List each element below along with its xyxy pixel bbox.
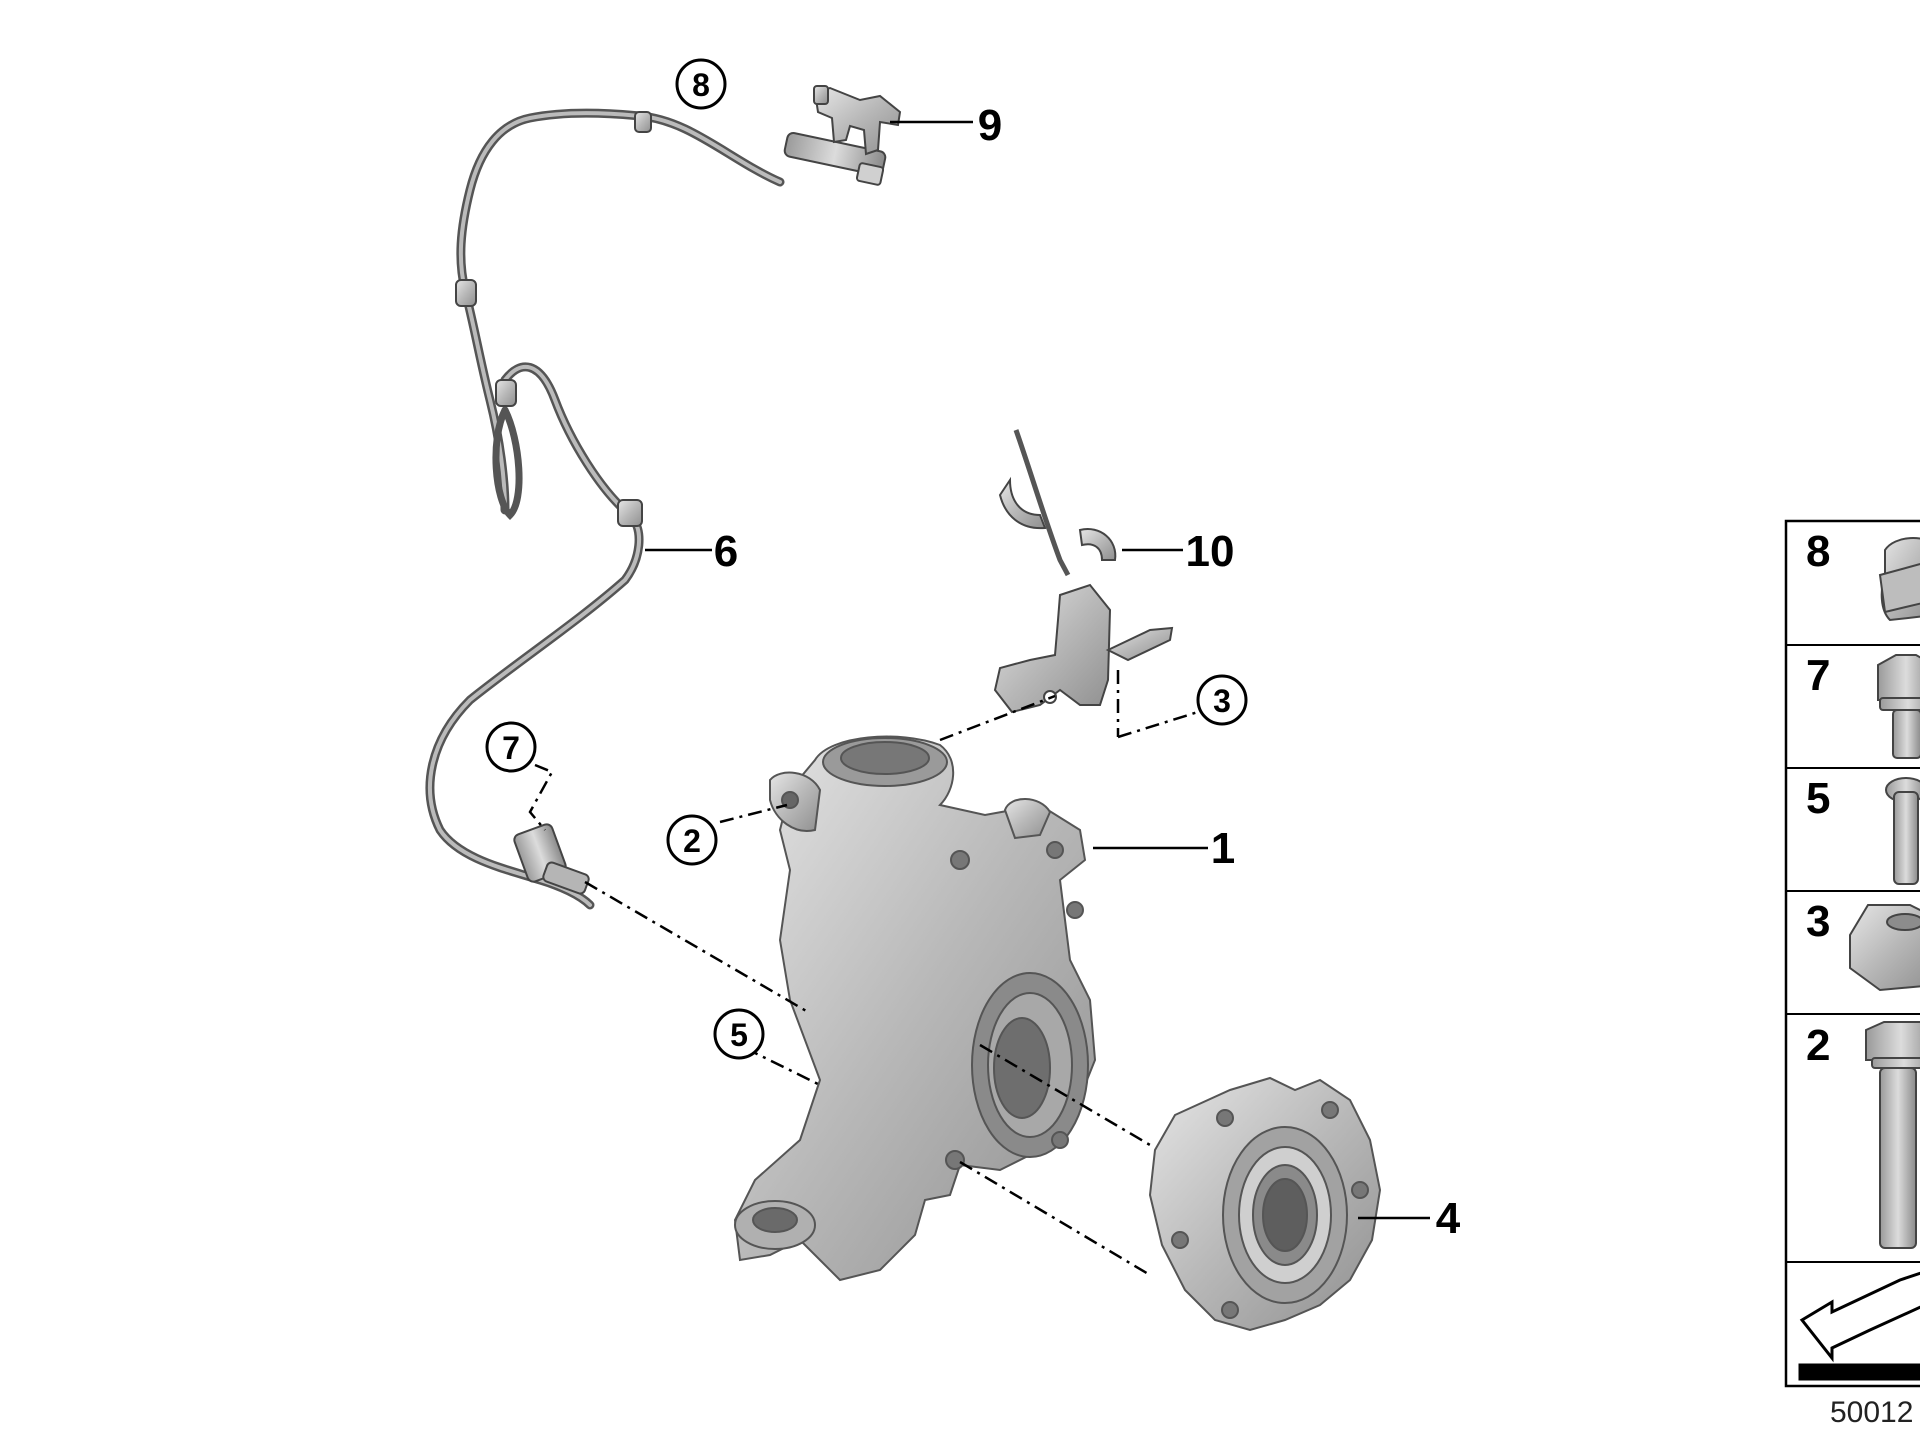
- callout-labels: 1 4 6 9 10: [714, 101, 1461, 1243]
- svg-text:5: 5: [730, 1017, 748, 1053]
- abs-sensor: [513, 823, 590, 895]
- callout-4: 4: [1436, 1194, 1461, 1243]
- dashed-lines: [528, 670, 1199, 1277]
- svg-text:8: 8: [692, 67, 710, 103]
- sensor-connector-top: [783, 131, 887, 186]
- connector-holder-9: [813, 85, 902, 156]
- circled-callouts: 8 3 7 2 5: [485, 58, 1248, 1060]
- torx-bolt-icon: [1877, 654, 1920, 759]
- bracket-arrow-icon: [1798, 1271, 1920, 1381]
- abs-sensor-cable: [425, 108, 785, 910]
- legend-label-3: 3: [1806, 897, 1830, 946]
- bolt-icon: [1885, 777, 1920, 885]
- wheel-carrier-knuckle: [733, 735, 1097, 1282]
- callout-6: 6: [714, 527, 738, 576]
- sensor-bracket-10: [993, 429, 1174, 714]
- legend-label-7: 7: [1806, 651, 1830, 700]
- circled-callout-3: 3: [1196, 674, 1248, 726]
- circled-callout-5: 5: [713, 1008, 765, 1060]
- leader-lines: [645, 120, 1430, 1220]
- circled-callout-2: 2: [666, 814, 718, 866]
- cable-clip-grommets: [455, 111, 652, 527]
- cable-clip-icon: [1878, 537, 1920, 622]
- legend-label-8: 8: [1806, 527, 1830, 576]
- svg-text:3: 3: [1213, 683, 1231, 719]
- callout-1: 1: [1211, 824, 1235, 873]
- wheel-hub-bearing: [1148, 1076, 1382, 1332]
- hex-bolt-icon: [1865, 1021, 1920, 1249]
- circled-callout-7: 7: [485, 721, 537, 773]
- circled-callout-8: 8: [675, 58, 727, 110]
- document-id: 50012: [1830, 1396, 1913, 1429]
- legend-label-2: 2: [1806, 1021, 1830, 1070]
- svg-text:7: 7: [502, 730, 520, 766]
- svg-text:2: 2: [683, 823, 701, 859]
- callout-9: 9: [978, 101, 1002, 150]
- legend-label-5: 5: [1806, 774, 1830, 823]
- parts-legend: 8 7 5 3 2 50012: [1784, 519, 1920, 1429]
- callout-10: 10: [1186, 527, 1235, 576]
- hex-nut-icon: [1849, 904, 1920, 992]
